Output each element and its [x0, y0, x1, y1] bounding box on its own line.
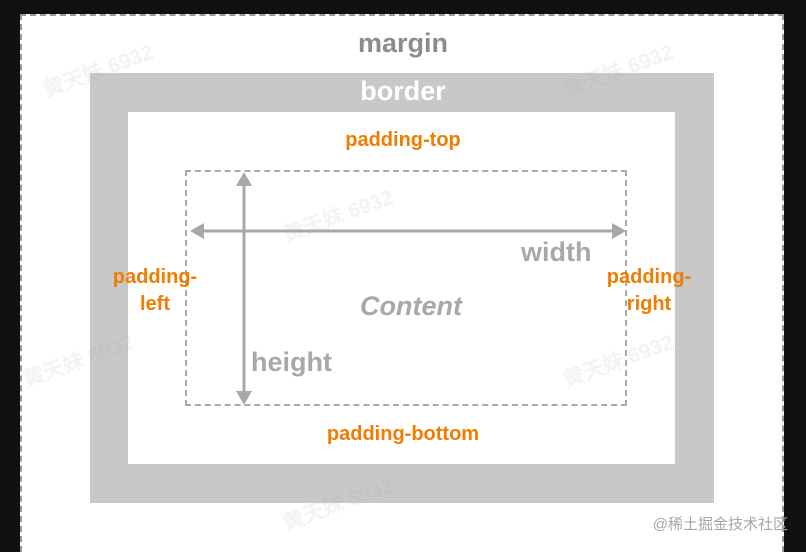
- margin-label: margin: [357, 28, 449, 58]
- width-arrow-head-right: [612, 223, 626, 239]
- padding-top-label: padding-top: [345, 129, 461, 151]
- border-label: border: [360, 76, 446, 106]
- padding-right-label: padding- right: [606, 266, 692, 315]
- content-area: [185, 170, 627, 406]
- width-arrow-head-left: [190, 223, 204, 239]
- padding-left-label: padding- left: [112, 266, 198, 315]
- width-label: width: [521, 237, 592, 267]
- padding-bottom-label: padding-bottom: [326, 423, 480, 445]
- corner-credit: @稀土掘金技术社区: [652, 516, 788, 533]
- content-label: Content: [360, 291, 462, 321]
- height-label: height: [251, 347, 332, 377]
- height-arrow-head-top: [236, 172, 252, 186]
- height-arrow-head-bottom: [236, 391, 252, 405]
